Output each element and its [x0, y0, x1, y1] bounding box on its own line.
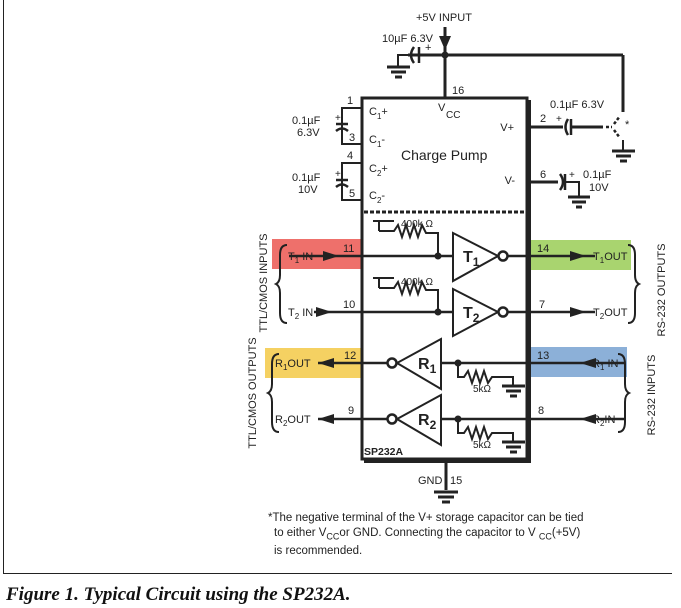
figure-caption: Figure 1. Typical Circuit using the SP23…: [6, 584, 351, 605]
driver-t1: [289, 220, 595, 283]
svg-text:C2-: C2-: [369, 190, 385, 205]
footnote-line-2: to either VCCor GND. Connecting the capa…: [274, 527, 581, 542]
ground-icon: [612, 149, 635, 163]
svg-text:C1+: C1+: [369, 106, 388, 121]
vcc-pin-number: 16: [452, 85, 464, 97]
svg-text:C2+: C2+: [369, 163, 388, 178]
cap1-value: 0.1µF: [292, 115, 321, 127]
footnote-line-3: is recommended.: [274, 545, 363, 558]
t1-in-pin: 11: [343, 243, 354, 255]
r2-resistor-label: 5kΩ: [473, 440, 492, 451]
svg-text:3: 3: [349, 132, 355, 144]
r1-out-pin: 12: [344, 350, 356, 362]
ground-icon: [568, 195, 590, 209]
svg-text:+: +: [335, 169, 341, 180]
t1-resistor-label: 400k Ω: [401, 219, 433, 230]
vcc-label-sub: CC: [446, 110, 460, 121]
vminus-cap-plus: +: [569, 170, 575, 181]
vplus-cap-plus: +: [556, 114, 562, 125]
r2-in-label: R2IN: [592, 414, 615, 428]
svg-text:5: 5: [349, 188, 355, 200]
receiver-r2: [318, 393, 625, 454]
t2-in-pin: 10: [343, 299, 355, 311]
gnd-label: GND: [418, 475, 443, 487]
input-cap-plus: +: [425, 42, 431, 54]
charge-pump-pin-labels: C1+ C1- C2+ C2-: [369, 106, 388, 205]
rs232-inputs-label: RS-232 INPUTS: [646, 355, 658, 436]
selection-switch: [606, 115, 621, 139]
ttl-inputs-label: TTL/CMOS INPUTS: [258, 233, 270, 332]
r1-in-pin: 13: [537, 350, 549, 362]
vcc-label: V: [438, 102, 446, 114]
charge-pump-label: Charge Pump: [401, 147, 488, 163]
footnote: *The negative terminal of the V+ storage…: [268, 511, 668, 559]
power-input-label: +5V INPUT: [416, 12, 472, 24]
ground-icon: [387, 65, 410, 79]
star-mark: *: [625, 119, 630, 131]
cap1-voltage: 6.3V: [297, 127, 320, 139]
vplus-pin: 2: [540, 113, 546, 125]
vplus-cap-curve: [564, 118, 570, 136]
power-input-arrow: [439, 36, 451, 50]
vminus-pin: 6: [540, 169, 546, 181]
figure-frame: [3, 0, 672, 574]
ttl-outputs-label: TTL/CMOS OUTPUTS: [247, 337, 259, 448]
svg-text:C1-: C1-: [369, 134, 385, 149]
chip-name: SP232A: [364, 446, 404, 458]
input-cap-curve: [409, 46, 416, 64]
t2-out-pin: 7: [539, 299, 545, 311]
t1-out-label: T1OUT: [593, 251, 628, 265]
receiver-r1: [318, 337, 625, 398]
ground-icon: [434, 490, 458, 504]
vplus-cap-label: 0.1µF 6.3V: [550, 99, 605, 111]
r1-resistor-label: 5kΩ: [473, 384, 492, 395]
svg-text:+: +: [335, 113, 341, 124]
cap2-value: 0.1µF: [292, 172, 321, 184]
driver-t2: [314, 277, 595, 338]
gnd-pin: 15: [450, 475, 462, 487]
t2-in-label: T2 IN: [288, 307, 313, 321]
input-cap-label: 10µF 6.3V: [382, 33, 434, 45]
vminus-cap-curve: [558, 173, 565, 191]
vplus-label: V+: [500, 122, 514, 134]
footnote-line-1: *The negative terminal of the V+ storage…: [268, 512, 584, 524]
cap2-voltage: 10V: [298, 184, 318, 196]
r1-out-label: R1OUT: [275, 358, 311, 372]
t1-out-pin: 14: [537, 243, 549, 255]
r2-in-pin: 8: [538, 405, 544, 417]
braces: [265, 244, 642, 433]
t1-in-label: T1 IN: [288, 251, 313, 265]
vminus-cap-value: 0.1µF: [583, 169, 612, 181]
r2-out-label: R2OUT: [275, 414, 311, 428]
input-cap-ground-wire: [397, 54, 410, 66]
t2-resistor-label: 400k Ω: [401, 277, 433, 288]
rs232-outputs-label: RS-232 OUTPUTS: [656, 244, 668, 337]
vminus-ground-wire: [565, 181, 580, 196]
vminus-cap-voltage: 10V: [589, 182, 609, 194]
charge-pump-left-pins: 1 3 4 5 + +: [335, 95, 362, 201]
t2-out-label: T2OUT: [593, 307, 628, 321]
svg-text:1: 1: [347, 95, 353, 107]
r2-out-pin: 9: [348, 405, 354, 417]
vminus-label: V-: [505, 175, 516, 187]
svg-text:4: 4: [347, 150, 353, 162]
r1-in-label: R1 IN: [592, 358, 619, 372]
